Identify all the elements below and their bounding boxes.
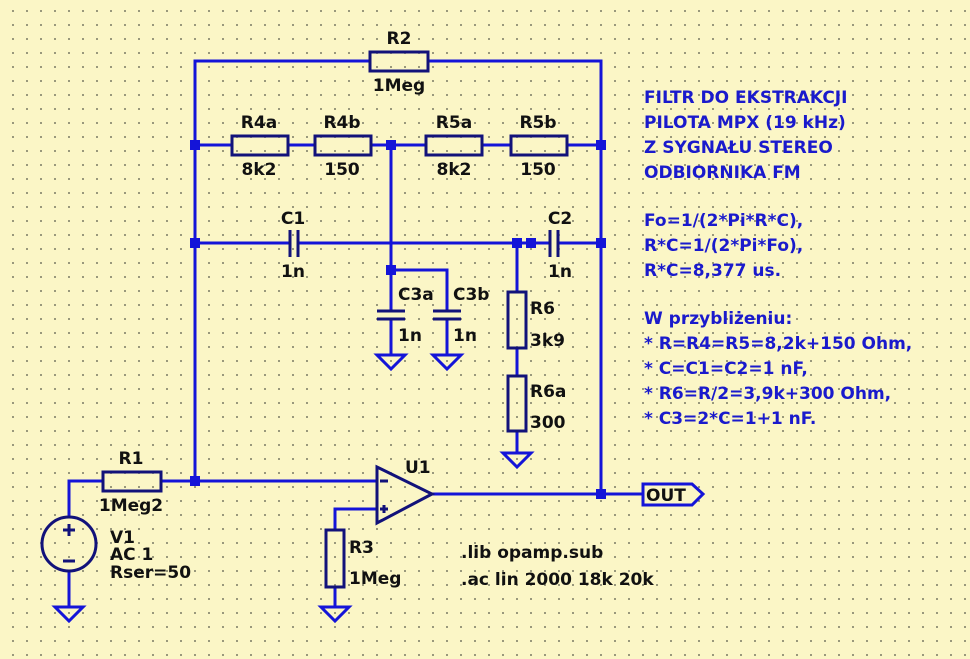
junction-dot xyxy=(596,489,606,499)
wire-r2-right[interactable] xyxy=(428,59,603,494)
directive-ac[interactable]: .ac lin 2000 18k 20k xyxy=(461,570,654,590)
comment-notes[interactable]: FILTR DO EKSTRAKCJI PILOTA MPX (19 kHz) … xyxy=(644,88,912,429)
component-name: R6 xyxy=(530,299,555,319)
wire-r2-left[interactable] xyxy=(193,59,370,481)
resistor-body[interactable] xyxy=(506,374,528,433)
junction-dot xyxy=(190,238,200,248)
ground-icon xyxy=(317,605,353,624)
component-value: 8k2 xyxy=(437,160,472,180)
component-value: 150 xyxy=(520,160,556,180)
junction-dot xyxy=(596,238,606,248)
resistor-body[interactable] xyxy=(313,134,373,157)
component-name: U1 xyxy=(405,458,431,478)
junction-dot xyxy=(596,140,606,150)
resistor-body[interactable] xyxy=(324,528,346,589)
note-title-line: FILTR DO EKSTRAKCJI xyxy=(644,88,847,108)
ground-icon xyxy=(499,451,535,470)
component-name: R5b xyxy=(519,113,556,133)
net-label-text: OUT xyxy=(646,486,686,506)
grounds xyxy=(51,353,535,624)
resistor-body[interactable] xyxy=(506,290,528,350)
capacitor-c3b[interactable]: C3b 1n xyxy=(433,285,489,346)
note-formula-line: R*C=8,377 us. xyxy=(644,261,781,281)
junction-dot xyxy=(190,476,200,486)
directive-lib[interactable]: .lib opamp.sub xyxy=(461,543,603,563)
opamp-u1[interactable]: U1 xyxy=(375,458,436,526)
wire-c3b-top[interactable] xyxy=(391,268,449,310)
note-title-line: Z SYGNAŁU STEREO xyxy=(644,138,833,158)
component-name: R1 xyxy=(119,449,144,469)
resistor-body[interactable] xyxy=(101,470,163,493)
resistor-body[interactable] xyxy=(230,134,290,157)
ground-icon xyxy=(51,605,87,624)
component-name: V1 xyxy=(110,528,135,548)
component-value: 1n xyxy=(548,262,572,282)
junctions xyxy=(190,140,606,499)
component-value: 1n xyxy=(398,326,422,346)
resistor-r1[interactable]: R1 1Meg2 xyxy=(99,449,163,516)
note-approx-line: * R=R4=R5=8,2k+150 Ohm, xyxy=(644,334,912,354)
capacitor-c3a[interactable]: C3a 1n xyxy=(377,285,434,346)
source-circle[interactable] xyxy=(40,515,98,573)
component-value: 1Meg xyxy=(349,569,401,589)
resistor-r5b[interactable]: R5b 150 xyxy=(509,113,569,180)
wire-r3-plus[interactable] xyxy=(333,507,377,530)
component-name: C2 xyxy=(548,209,572,229)
note-approx-line: * C=C1=C2=1 nF, xyxy=(644,359,808,379)
note-approx-line: W przybliżeniu: xyxy=(644,309,792,329)
component-name: C1 xyxy=(281,209,305,229)
component-value: 1n xyxy=(453,326,477,346)
junction-dot xyxy=(512,238,522,248)
capacitor-c2[interactable]: C2 1n xyxy=(548,209,572,282)
note-approx-line: * C3=2*C=1+1 nF. xyxy=(644,409,816,429)
component-value: 3k9 xyxy=(530,331,565,351)
component-name: R2 xyxy=(387,29,412,49)
source-rser-value: Rser=50 xyxy=(110,563,191,583)
resistor-r4b[interactable]: R4b 150 xyxy=(313,113,373,180)
opamp-triangle[interactable] xyxy=(375,464,436,526)
ground-icon xyxy=(373,353,409,372)
resistor-r3[interactable]: R3 1Meg xyxy=(324,528,401,589)
component-name: R3 xyxy=(349,538,374,558)
note-formula-line: R*C=1/(2*Pi*Fo), xyxy=(644,236,803,256)
resistor-body[interactable] xyxy=(424,134,484,157)
resistor-body[interactable] xyxy=(368,50,430,73)
junction-dot xyxy=(526,238,536,248)
resistor-body[interactable] xyxy=(509,134,569,157)
spice-directives[interactable]: .lib opamp.sub .ac lin 2000 18k 20k xyxy=(461,543,654,590)
ground-icon xyxy=(429,353,465,372)
note-title-line: PILOTA MPX (19 kHz) xyxy=(644,113,846,133)
resistor-r5a[interactable]: R5a 8k2 xyxy=(424,113,484,180)
component-name: C3a xyxy=(398,285,434,305)
resistor-r6a[interactable]: R6a 300 xyxy=(506,374,566,433)
component-value: 1Meg2 xyxy=(99,496,163,516)
component-name: R4a xyxy=(241,113,277,133)
note-title-line: ODBIORNIKA FM xyxy=(644,163,801,183)
component-value: 1n xyxy=(281,262,305,282)
component-value: 300 xyxy=(530,413,566,433)
capacitor-c1[interactable]: C1 1n xyxy=(281,209,305,282)
resistor-r4a[interactable]: R4a 8k2 xyxy=(230,113,290,180)
component-name: R4b xyxy=(323,113,360,133)
net-flag-shape[interactable] xyxy=(641,482,706,507)
junction-dot xyxy=(386,265,396,275)
component-name: R6a xyxy=(530,382,566,402)
net-label-out[interactable]: OUT xyxy=(641,482,706,507)
junction-dot xyxy=(190,140,200,150)
source-ac-value: AC 1 xyxy=(110,545,153,565)
component-name: C3b xyxy=(453,285,489,305)
resistor-r6[interactable]: R6 3k9 xyxy=(506,290,565,351)
note-approx-line: * R6=R/2=3,9k+300 Ohm, xyxy=(644,384,891,404)
resistor-r2[interactable]: R2 1Meg xyxy=(368,29,430,96)
component-value: 1Meg xyxy=(373,76,425,96)
voltage-source-v1[interactable]: V1 AC 1 Rser=50 xyxy=(40,515,191,583)
component-value: 150 xyxy=(324,160,360,180)
wire-v1-r1[interactable] xyxy=(67,479,103,517)
component-name: R5a xyxy=(436,113,472,133)
note-formula-line: Fo=1/(2*Pi*R*C), xyxy=(644,211,803,231)
component-value: 8k2 xyxy=(242,160,277,180)
junction-dot xyxy=(386,140,396,150)
